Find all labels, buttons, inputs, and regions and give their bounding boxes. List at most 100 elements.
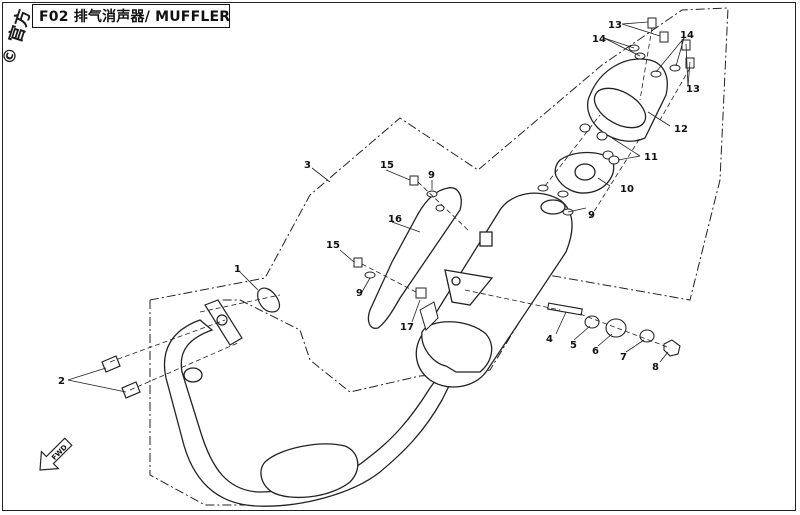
cap-nut (579, 123, 591, 133)
leader-line (647, 111, 671, 127)
cap-screw (647, 17, 657, 29)
gasket-washer (557, 190, 569, 198)
leader-line (597, 333, 613, 347)
page-title: F02 排气消声器/ MUFFLER (32, 4, 230, 28)
callout-2: 2 (58, 376, 65, 387)
gasket-washer (537, 184, 549, 192)
end-cap-rim (593, 87, 647, 129)
leader-line (67, 379, 127, 393)
projection-line (579, 313, 671, 349)
projection-line (109, 319, 226, 363)
clamp-nut (415, 287, 427, 299)
callout-7: 7 (620, 352, 627, 363)
mount-collar (639, 329, 655, 343)
leader-line (611, 137, 641, 157)
catalyst-section (260, 443, 359, 499)
callout-11: 11 (644, 152, 658, 163)
cap-nut (596, 131, 608, 141)
leader-line (675, 37, 685, 67)
leader-line (573, 325, 591, 341)
leader-line (411, 299, 421, 323)
leader-line (659, 351, 669, 363)
leader-line (361, 277, 371, 293)
callout-9-upper: 9 (428, 170, 435, 181)
shield-bolt-lower (353, 257, 363, 268)
callout-5: 5 (570, 340, 577, 351)
gasket (257, 287, 281, 313)
projection-line (639, 27, 653, 101)
callout-9-lower: 9 (356, 288, 363, 299)
bracket-hole (451, 276, 461, 286)
stud-bolt (101, 355, 121, 373)
leader-line (391, 221, 421, 233)
callout-9-gasket: 9 (588, 210, 595, 221)
leader-line (603, 37, 641, 57)
exhaust-assembly (163, 192, 573, 507)
shield-washer-lower (364, 271, 376, 279)
leader-line (655, 37, 685, 73)
callout-10: 10 (620, 184, 634, 195)
header-pipe (163, 319, 457, 507)
flange-bolt-hole (216, 314, 228, 326)
cap-screw (659, 31, 669, 43)
callout-6: 6 (592, 346, 599, 357)
leader-line (567, 207, 587, 213)
projection-line (129, 341, 241, 391)
assembly-boundary-outline (149, 7, 729, 393)
callout-16: 16 (388, 214, 402, 225)
pipe-end-ring (183, 367, 203, 383)
callout-3: 3 (304, 160, 311, 171)
mount-washer (584, 315, 600, 329)
callout-4: 4 (546, 334, 553, 345)
muffler-inlet-cone (421, 321, 493, 373)
mount-bolt (547, 302, 583, 316)
callout-15-lower: 15 (326, 240, 340, 251)
callout-14-left: 14 (592, 34, 606, 45)
projection-line (659, 67, 691, 121)
callout-8: 8 (652, 362, 659, 373)
fwd-arrow-icon: FWD (39, 437, 73, 471)
pipe-clamp (419, 301, 439, 331)
shield-bolt-upper (409, 175, 419, 186)
callout-14-right: 14 (680, 30, 694, 41)
leader-line (687, 61, 691, 87)
callout-13-lower: 13 (686, 84, 700, 95)
leader-line (385, 169, 411, 181)
leader-line (621, 21, 649, 25)
leader-line (597, 177, 611, 187)
callout-12: 12 (674, 124, 688, 135)
cap-nut (608, 155, 620, 165)
leader-line (617, 155, 641, 161)
shield-hole (435, 204, 445, 212)
callout-13-upper: 13 (608, 20, 622, 31)
leader-line (239, 271, 259, 291)
projection-line (361, 263, 417, 293)
callout-17: 17 (400, 322, 414, 333)
leader-line (603, 37, 635, 49)
heat-shield (367, 187, 462, 329)
leader-line (339, 249, 355, 263)
projection-line (417, 181, 471, 233)
muffler-tail-ring (540, 199, 566, 215)
shield-washer-upper (426, 190, 438, 198)
gasket-hole (574, 163, 596, 181)
rubber-grommet (605, 318, 627, 338)
leader-line (67, 367, 107, 381)
callout-15-upper: 15 (380, 160, 394, 171)
cap-washer (650, 70, 662, 78)
projection-line (464, 289, 561, 311)
projection-line (544, 114, 601, 187)
leader-line (625, 339, 645, 353)
leader-line (685, 43, 689, 87)
leader-line (621, 23, 661, 37)
cap-washer (669, 64, 681, 72)
heat-shield-tab (479, 231, 493, 247)
leader-line (555, 311, 567, 335)
front-pipe-boundary (149, 300, 260, 506)
leader-line (311, 167, 331, 183)
projection-line (199, 294, 281, 313)
callout-1: 1 (234, 264, 241, 275)
